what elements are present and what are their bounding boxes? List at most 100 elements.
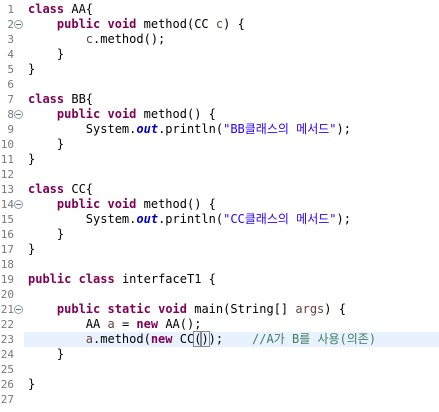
code-token (100, 17, 107, 31)
gutter-line: 2 (0, 17, 24, 32)
code-line[interactable]: } (28, 227, 439, 242)
code-token (100, 302, 107, 316)
code-token: c (85, 32, 94, 46)
code-line[interactable]: } (28, 377, 439, 392)
line-number: 13 (0, 183, 14, 196)
code-token (28, 302, 57, 316)
code-token (100, 107, 107, 121)
code-line[interactable]: public void method(CC c) { (28, 17, 439, 32)
text-caret (200, 332, 202, 345)
code-token: ); (336, 212, 351, 226)
code-line[interactable]: class BB{ (28, 92, 439, 107)
line-number: 21 (0, 303, 14, 316)
gutter-line: 11 (0, 152, 24, 167)
gutter-line: 6 (0, 77, 24, 92)
code-token: c (215, 17, 224, 31)
code-token: AA (28, 317, 108, 331)
code-token: } (28, 152, 36, 166)
code-token (28, 107, 57, 121)
gutter-line: 22 (0, 317, 24, 332)
code-token: ) { (223, 17, 245, 31)
code-token: AA{ (64, 2, 94, 16)
line-number: 19 (0, 273, 14, 286)
code-line[interactable]: public static void main(String[] args) { (28, 302, 439, 317)
code-line[interactable] (28, 77, 439, 92)
code-line[interactable]: } (28, 62, 439, 77)
code-line[interactable]: } (28, 347, 439, 362)
code-line[interactable]: class AA{ (28, 2, 439, 17)
code-line[interactable]: } (28, 152, 439, 167)
code-token: method() { (136, 197, 216, 211)
gutter-line: 7 (0, 92, 24, 107)
code-token: static (107, 302, 151, 316)
code-token: args (295, 302, 325, 316)
code-line[interactable]: public void method() { (28, 107, 439, 122)
code-token (151, 302, 158, 316)
code-token: method() { (136, 107, 216, 121)
code-token: method(CC (136, 17, 216, 31)
code-token: //A가 B를 사용(의존) (252, 332, 377, 346)
code-token: } (28, 137, 65, 151)
code-token: out (136, 212, 159, 226)
gutter-line: 21 (0, 302, 24, 317)
code-token: class (28, 182, 65, 196)
code-token (28, 332, 86, 346)
code-line[interactable]: class CC{ (28, 182, 439, 197)
code-line[interactable]: System.out.println("CC클래스의 메서드"); (28, 212, 439, 227)
fold-collapse-icon[interactable] (14, 110, 23, 119)
code-token: out (136, 122, 159, 136)
code-line[interactable]: AA a = new AA(); (28, 317, 439, 332)
code-token: .method( (93, 332, 151, 346)
code-token (100, 197, 107, 211)
code-token (28, 32, 86, 46)
code-line[interactable]: System.out.println("BB클래스의 메서드"); (28, 122, 439, 137)
code-line[interactable]: public void method() { (28, 197, 439, 212)
code-line[interactable] (28, 392, 439, 407)
line-number: 27 (0, 393, 14, 406)
code-token: ); (336, 122, 351, 136)
code-token: ); (208, 332, 253, 346)
fold-collapse-icon[interactable] (14, 200, 23, 209)
fold-collapse-icon[interactable] (14, 305, 23, 314)
gutter-line: 23 (0, 332, 24, 347)
current-line-highlight (24, 332, 439, 347)
code-line[interactable]: c.method(); (28, 32, 439, 47)
line-number: 14 (0, 198, 14, 211)
code-token: public (56, 107, 101, 121)
code-token: a (85, 332, 94, 346)
code-line[interactable]: } (28, 137, 439, 152)
code-token: public (28, 272, 72, 286)
line-number: 25 (0, 363, 14, 376)
gutter-line: 24 (0, 347, 24, 362)
code-line[interactable] (28, 167, 439, 182)
code-token: } (28, 242, 36, 256)
line-number: 5 (7, 63, 14, 76)
gutter-line: 1 (0, 2, 24, 17)
line-number: 8 (7, 108, 14, 121)
code-line[interactable] (28, 287, 439, 302)
code-line[interactable] (28, 362, 439, 377)
line-number: 15 (0, 213, 14, 226)
code-token: void (107, 197, 137, 211)
line-number: 12 (0, 168, 14, 181)
code-token: public (56, 197, 101, 211)
line-number: 10 (0, 138, 14, 151)
code-line[interactable]: a.method(new CC()); //A가 B를 사용(의존) (28, 331, 439, 347)
code-token: "CC클래스의 메서드" (223, 212, 337, 226)
code-line[interactable]: } (28, 47, 439, 62)
code-token: void (107, 17, 137, 31)
code-token: BB{ (64, 92, 94, 106)
line-number: 4 (7, 48, 14, 61)
gutter-line: 20 (0, 287, 24, 302)
code-token: } (28, 347, 65, 361)
code-token: .println( (158, 212, 224, 226)
code-token: "BB클래스의 메서드" (223, 122, 337, 136)
code-line[interactable]: public class interfaceT1 { (28, 272, 439, 287)
fold-collapse-icon[interactable] (14, 20, 23, 29)
code-token (71, 272, 78, 286)
code-line[interactable] (28, 257, 439, 272)
code-line[interactable]: } (28, 242, 439, 257)
gutter-line: 15 (0, 212, 24, 227)
code-token: AA(); (158, 317, 202, 331)
